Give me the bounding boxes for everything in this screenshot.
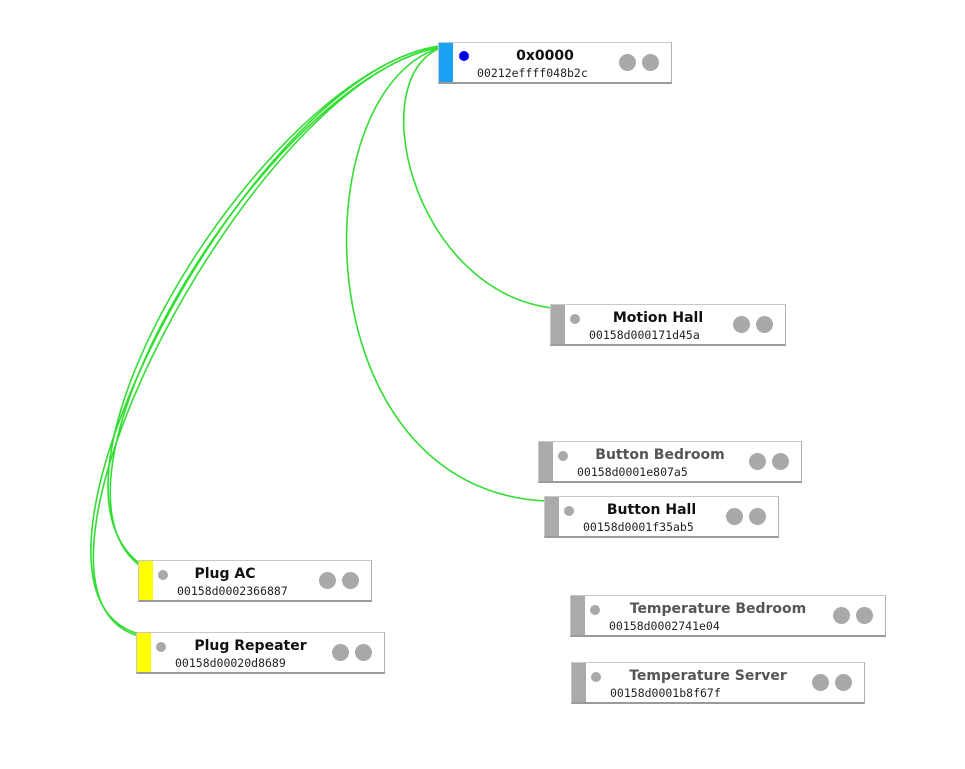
status-dot: [570, 314, 580, 324]
node-button-hall[interactable]: Button Hall 00158d0001f35ab5: [544, 496, 779, 538]
status-dot: [564, 506, 574, 516]
node-type-bar: [551, 305, 565, 344]
link-quality-indicators: [726, 508, 766, 525]
link-quality-indicators: [749, 453, 789, 470]
node-name: Plug Repeater: [194, 638, 307, 654]
node-address: 00158d00020d8689: [175, 656, 286, 670]
node-type-bar: [439, 43, 453, 82]
status-dot: [558, 451, 568, 461]
link-coordinator-plug-repeater: [90, 45, 441, 635]
node-type-bar: [571, 596, 585, 635]
status-dot: [591, 672, 601, 682]
node-name: Temperature Bedroom: [629, 601, 807, 617]
node-name: Motion Hall: [612, 310, 704, 326]
link-coordinator-motion-hall: [402, 45, 553, 309]
status-dot: [158, 570, 168, 580]
link-coordinator-plug-ac-2: [109, 46, 443, 566]
link-coordinator-button-hall: [345, 45, 547, 502]
status-dot: [590, 605, 600, 615]
link-quality-indicators: [619, 54, 659, 71]
link-quality-indicators: [733, 316, 773, 333]
node-address: 00158d0001f35ab5: [583, 520, 694, 534]
node-motion-hall[interactable]: Motion Hall 00158d000171d45a: [550, 304, 786, 346]
node-type-bar: [545, 497, 559, 536]
node-name: Button Bedroom: [595, 447, 725, 463]
node-coordinator[interactable]: 0x0000 00212effff048b2c: [438, 42, 672, 84]
node-type-bar: [137, 633, 151, 672]
node-button-bedroom[interactable]: Button Bedroom 00158d0001e807a5: [538, 441, 802, 483]
node-address: 00212effff048b2c: [477, 66, 588, 80]
node-plug-repeater[interactable]: Plug Repeater 00158d00020d8689: [136, 632, 385, 674]
coordinator-status-dot: [459, 51, 469, 61]
link-quality-indicators: [833, 607, 873, 624]
node-address: 00158d000171d45a: [589, 328, 700, 342]
node-type-bar: [539, 442, 553, 481]
node-address: 00158d0002366887: [177, 584, 288, 598]
node-name: Temperature Server: [629, 668, 787, 684]
node-address: 00158d0002741e04: [609, 619, 720, 633]
node-plug-ac[interactable]: Plug AC 00158d0002366887: [138, 560, 372, 602]
node-address: 00158d0001b8f67f: [610, 686, 721, 700]
node-temperature-server[interactable]: Temperature Server 00158d0001b8f67f: [571, 662, 865, 704]
link-coordinator-plug-ac: [107, 45, 441, 564]
node-name: Button Hall: [606, 502, 697, 518]
status-dot: [156, 642, 166, 652]
node-address: 00158d0001e807a5: [577, 465, 688, 479]
node-type-bar: [572, 663, 586, 702]
link-quality-indicators: [812, 674, 852, 691]
link-quality-indicators: [319, 572, 359, 589]
node-name: 0x0000: [516, 48, 574, 64]
node-type-bar: [139, 561, 153, 600]
node-temperature-bedroom[interactable]: Temperature Bedroom 00158d0002741e04: [570, 595, 886, 637]
link-coordinator-plug-repeater-2: [92, 46, 443, 637]
node-name: Plug AC: [194, 566, 256, 582]
link-quality-indicators: [332, 644, 372, 661]
